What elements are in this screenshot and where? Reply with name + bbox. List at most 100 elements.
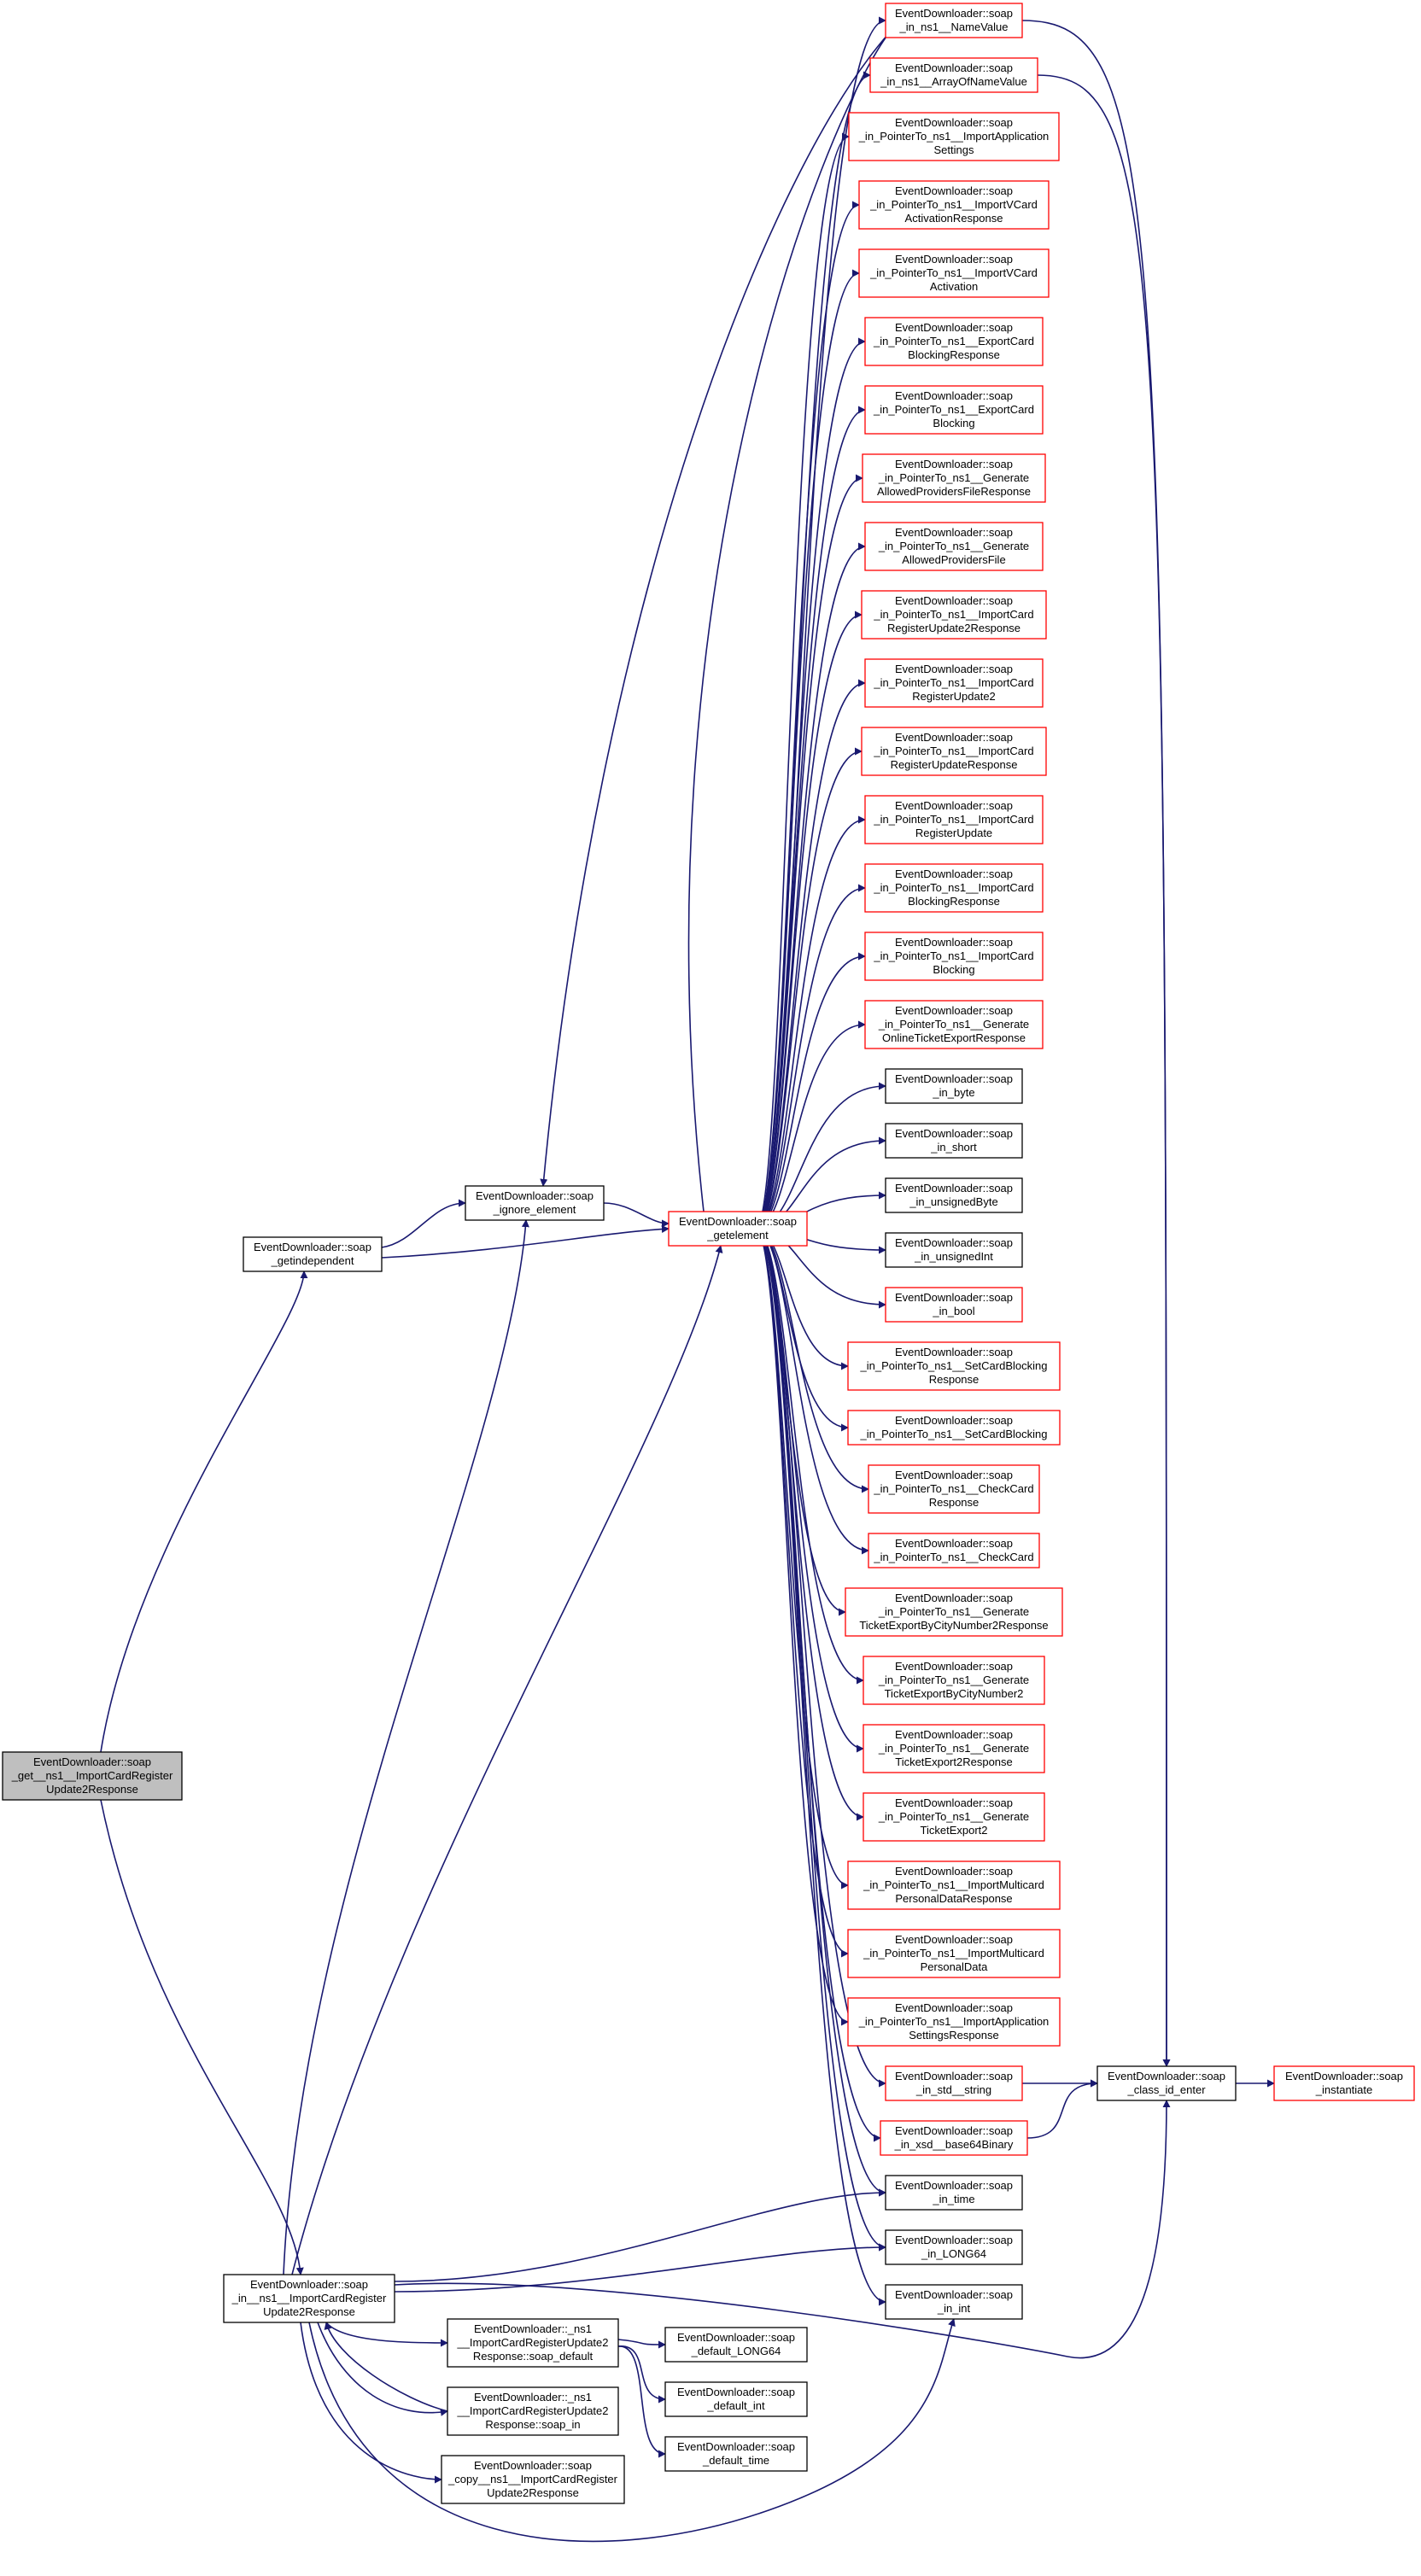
node-class_id_enter[interactable]: EventDownloader::soap_class_id_enter [1096, 2065, 1237, 2101]
edge-in_base64-to-class_id_enter [1026, 2079, 1098, 2139]
node-ptrGenTicketExp2[interactable]: EventDownloader::soap_in_PointerTo_ns1__… [863, 1792, 1045, 1842]
node-ptrImportAppSettings[interactable]: EventDownloader::soap_in_PointerTo_ns1__… [848, 112, 1060, 161]
node-ptrExportCardBlock[interactable]: EventDownloader::soap_in_PointerTo_ns1__… [864, 385, 1044, 435]
node-ptrImpCardRegUpdResp[interactable]: EventDownloader::soap_in_PointerTo_ns1__… [861, 727, 1047, 776]
node-in_bool[interactable]: EventDownloader::soap_in_bool [885, 1287, 1023, 1323]
node-label-line: AllowedProvidersFileResponse [877, 485, 1031, 498]
node-label-line: EventDownloader::soap [895, 1865, 1013, 1878]
node-label-line: EventDownloader::soap [895, 1933, 1013, 1946]
node-label-line: EventDownloader::soap [895, 7, 1013, 20]
node-label-line: EventDownloader::soap [895, 1728, 1013, 1741]
node-in_base64[interactable]: EventDownloader::soap_in_xsd__base64Bina… [880, 2120, 1028, 2156]
node-ptrGenOnlineTicket[interactable]: EventDownloader::soap_in_PointerTo_ns1__… [864, 1000, 1044, 1049]
node-ptrSetCardBlockResp[interactable]: EventDownloader::soap_in_PointerTo_ns1__… [847, 1341, 1061, 1391]
node-label-line: _in_ns1__ArrayOfNameValue [880, 75, 1027, 88]
node-ptrCheckCardResp[interactable]: EventDownloader::soap_in_PointerTo_ns1__… [868, 1464, 1040, 1514]
edge-getelement-to-ptrImpCardRegUpd2Resp [755, 610, 863, 1230]
edge-root-to-getindependent [100, 1270, 308, 1753]
node-box [868, 1464, 1040, 1514]
node-in_LONG64[interactable]: EventDownloader::soap_in_LONG64 [885, 2229, 1023, 2265]
node-ignore[interactable]: EventDownloader::soap_ignore_element [465, 1185, 605, 1221]
node-in_resp[interactable]: EventDownloader::soap_in__ns1__ImportCar… [223, 2274, 395, 2323]
node-copy[interactable]: EventDownloader::soap_copy__ns1__ImportC… [441, 2455, 625, 2504]
node-box [864, 658, 1044, 708]
node-label-line: EventDownloader::soap [895, 1469, 1013, 1481]
node-ptrCheckCard[interactable]: EventDownloader::soap_in_PointerTo_ns1__… [868, 1533, 1040, 1568]
node-box [864, 522, 1044, 571]
node-in_std_string[interactable]: EventDownloader::soap_in_std__string [885, 2065, 1023, 2101]
node-box [847, 1860, 1061, 1910]
node-ptrImpMultiPDResp[interactable]: EventDownloader::soap_in_PointerTo_ns1__… [847, 1860, 1061, 1910]
node-label-line: TicketExport2Response [895, 1755, 1013, 1768]
node-label-line: _instantiate [1315, 2083, 1373, 2096]
node-box [885, 2229, 1023, 2265]
node-ptrImpCardBlock[interactable]: EventDownloader::soap_in_PointerTo_ns1__… [864, 932, 1044, 981]
node-soap_default[interactable]: EventDownloader::_ns1__ImportCardRegiste… [447, 2318, 619, 2368]
node-ptrImpCardRegUpd2Resp[interactable]: EventDownloader::soap_in_PointerTo_ns1__… [861, 590, 1047, 640]
node-default_time[interactable]: EventDownloader::soap_default_time [664, 2436, 808, 2472]
node-in_unsignedByte[interactable]: EventDownloader::soap_in_unsignedByte [885, 1177, 1023, 1213]
node-instantiate[interactable]: EventDownloader::soap_instantiate [1273, 2065, 1415, 2101]
node-label-line: EventDownloader::soap [895, 2234, 1013, 2246]
node-ptrImportVCardActResp[interactable]: EventDownloader::soap_in_PointerTo_ns1__… [858, 180, 1050, 230]
node-NameValue[interactable]: EventDownloader::soap_in_ns1__NameValue [885, 3, 1023, 38]
node-in_unsignedInt[interactable]: EventDownloader::soap_in_unsignedInt [885, 1232, 1023, 1268]
node-label-line: EventDownloader::soap [1108, 2070, 1225, 2082]
edge-getelement-to-ptrGenAllowedResp [755, 474, 863, 1230]
node-label-line: EventDownloader::soap [895, 936, 1013, 949]
node-ArrayOfNameValue[interactable]: EventDownloader::soap_in_ns1__ArrayOfNam… [869, 57, 1038, 93]
node-soap_in[interactable]: EventDownloader::_ns1__ImportCardRegiste… [447, 2386, 619, 2436]
node-getindependent[interactable]: EventDownloader::soap_getindependent [243, 1236, 383, 1272]
node-default_int[interactable]: EventDownloader::soap_default_int [664, 2381, 808, 2417]
node-label-line: _in_PointerTo_ns1__ImportCard [873, 881, 1033, 894]
node-root[interactable]: EventDownloader::soap_get__ns1__ImportCa… [2, 1751, 183, 1801]
node-label-line: _in_xsd__base64Binary [894, 2138, 1014, 2151]
node-ptrSetCardBlock[interactable]: EventDownloader::soap_in_PointerTo_ns1__… [847, 1410, 1061, 1446]
node-label-line: _in_PointerTo_ns1__SetCardBlocking [860, 1428, 1048, 1440]
edge-ArrayOfNameValue-to-class_id_enter [1037, 74, 1171, 2067]
node-ptrGenTicketCity2[interactable]: EventDownloader::soap_in_PointerTo_ns1__… [863, 1656, 1045, 1705]
node-label-line: EventDownloader::soap [895, 1346, 1013, 1358]
node-label-line: EventDownloader::soap [895, 2124, 1013, 2137]
node-ptrGenTicketCity2Resp[interactable]: EventDownloader::soap_in_PointerTo_ns1__… [845, 1587, 1063, 1637]
node-ptrImportVCardAct[interactable]: EventDownloader::soap_in_PointerTo_ns1__… [858, 248, 1050, 298]
node-ptrImpMultiPD[interactable]: EventDownloader::soap_in_PointerTo_ns1__… [847, 1929, 1061, 1978]
node-ptrGenAllowed[interactable]: EventDownloader::soap_in_PointerTo_ns1__… [864, 522, 1044, 571]
edge-in_resp-to-in_int [308, 2318, 956, 2543]
node-label-line: EventDownloader::soap [895, 2070, 1013, 2082]
node-ptrImpCardRegUpd2[interactable]: EventDownloader::soap_in_PointerTo_ns1__… [864, 658, 1044, 708]
edge-getelement-to-ptrImportAppSettings [755, 132, 850, 1230]
node-label-line: EventDownloader::soap [895, 116, 1013, 129]
node-label-line: EventDownloader::soap [895, 321, 1013, 334]
node-label-line: _getelement [706, 1229, 769, 1241]
node-label-line: EventDownloader::soap [895, 184, 1013, 197]
node-in_byte[interactable]: EventDownloader::soap_in_byte [885, 1068, 1023, 1104]
node-label-line: Activation [930, 280, 978, 293]
node-ptrExportCardBlockResp[interactable]: EventDownloader::soap_in_PointerTo_ns1__… [864, 317, 1044, 366]
node-box [863, 1792, 1045, 1842]
node-ptrGenAllowedResp[interactable]: EventDownloader::soap_in_PointerTo_ns1__… [862, 453, 1046, 503]
node-ptrImpCardBlockResp[interactable]: EventDownloader::soap_in_PointerTo_ns1__… [864, 863, 1044, 913]
node-box [243, 1236, 383, 1272]
node-in_short[interactable]: EventDownloader::soap_in_short [885, 1123, 1023, 1159]
node-box [2, 1751, 183, 1801]
node-label-line: EventDownloader::soap [895, 2179, 1013, 2192]
node-ptrImpAppSettingsResp[interactable]: EventDownloader::soap_in_PointerTo_ns1__… [847, 1997, 1061, 2047]
node-label-line: EventDownloader::soap [677, 2440, 795, 2453]
node-label-line: EventDownloader::_ns1 [474, 2391, 592, 2404]
edge-soap_default-to-default_time [617, 2345, 666, 2458]
node-ptrImpCardRegUpd[interactable]: EventDownloader::soap_in_PointerTo_ns1__… [864, 795, 1044, 844]
node-label-line: _in_ns1__NameValue [899, 20, 1009, 33]
node-box [664, 2381, 808, 2417]
node-default_LONG64[interactable]: EventDownloader::soap_default_LONG64 [664, 2327, 808, 2363]
node-label-line: _in_PointerTo_ns1__ImportApplication [858, 130, 1050, 143]
node-label-line: RegisterUpdate2Response [887, 622, 1020, 634]
node-in_int[interactable]: EventDownloader::soap_in_int [885, 2284, 1023, 2320]
node-getelement[interactable]: EventDownloader::soap_getelement [668, 1211, 808, 1247]
node-in_time[interactable]: EventDownloader::soap_in_time [885, 2175, 1023, 2211]
node-label-line: _in_int [937, 2302, 971, 2315]
edge-getelement-to-in_int [755, 1228, 886, 2306]
node-box [863, 1724, 1045, 1773]
edge-in_resp-to-ignore [283, 1219, 529, 2275]
node-ptrGenTicketExp2Resp[interactable]: EventDownloader::soap_in_PointerTo_ns1__… [863, 1724, 1045, 1773]
